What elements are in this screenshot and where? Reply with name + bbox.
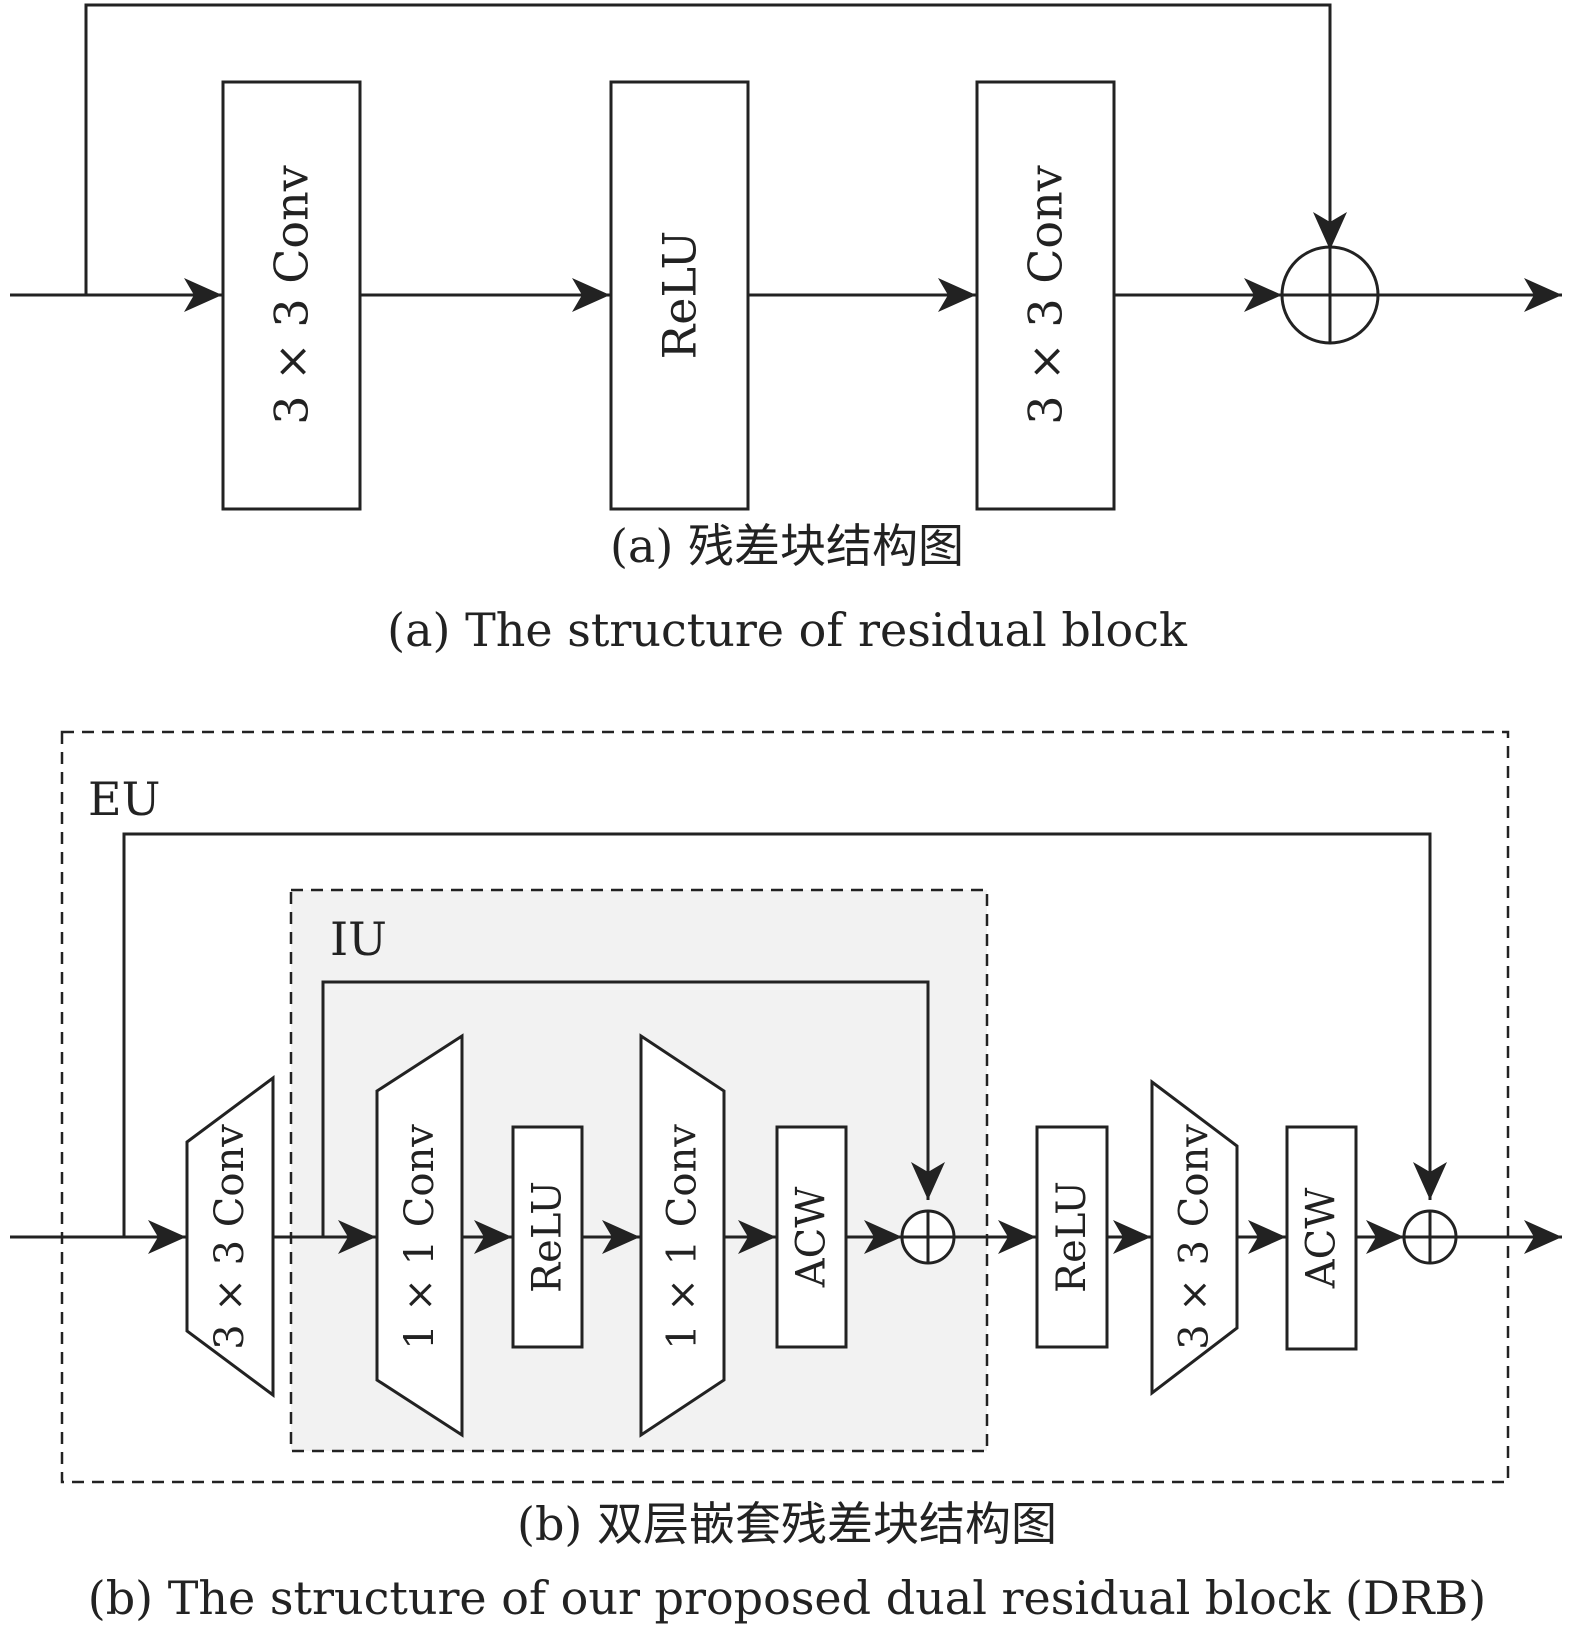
relu-block-b-2 xyxy=(1035,1125,1109,1349)
relu-block-b-1 xyxy=(511,1125,584,1349)
sum-node-b-outer xyxy=(1402,1209,1458,1265)
conv-block-a-1-label: 3 × 3 Conv xyxy=(265,165,319,424)
conv-block-a-2 xyxy=(975,80,1116,511)
sum-node-a xyxy=(1280,245,1380,345)
conv3x3-block-b-2 xyxy=(1150,1078,1239,1397)
relu-block-b-1-label: ReLU xyxy=(525,1181,571,1293)
caption-a-en: (a) The structure of residual block xyxy=(387,603,1188,657)
conv-block-a-2-label: 3 × 3 Conv xyxy=(1019,165,1073,424)
acw-block-b-2-label: ACW xyxy=(1299,1188,1345,1290)
eu-frame xyxy=(60,730,1510,1484)
conv3x3-block-b-1 xyxy=(185,1075,275,1398)
relu-block-a-label: ReLU xyxy=(653,231,707,360)
conv3x3-block-b-2-label: 3 × 3 Conv xyxy=(1172,1124,1218,1350)
eu-label: EU xyxy=(88,772,160,826)
conv3x3-block-b-1-label: 3 × 3 Conv xyxy=(207,1124,253,1350)
sum-node-b-inner xyxy=(900,1209,956,1265)
conv-block-a-1 xyxy=(221,80,362,511)
skip-connection-eu xyxy=(122,832,1447,1237)
relu-block-a xyxy=(609,80,750,511)
conv1x1-block-b-2 xyxy=(639,1033,726,1438)
caption-b-cn: (b) 双层嵌套残差块结构图 xyxy=(517,1497,1057,1551)
dual-residual-block-diagram: EU IU 3 × 3 Conv 1 × 1 Conv ReLU 1 × 1 C… xyxy=(10,730,1562,1625)
caption-b-en: (b) The structure of our proposed dual r… xyxy=(88,1571,1487,1625)
conv1x1-block-b-1-label: 1 × 1 Conv xyxy=(397,1124,443,1350)
skip-connection-a xyxy=(84,3,1347,295)
acw-block-b-2 xyxy=(1285,1125,1358,1351)
residual-block-diagram: 3 × 3 Conv ReLU 3 × 3 Conv (a) 残差块结构图 (a… xyxy=(10,3,1562,657)
conv1x1-block-b-1 xyxy=(375,1033,464,1438)
acw-block-b-1 xyxy=(775,1125,848,1349)
conv1x1-block-b-2-label: 1 × 1 Conv xyxy=(660,1124,706,1350)
caption-a-cn: (a) 残差块结构图 xyxy=(610,519,964,573)
relu-block-b-2-label: ReLU xyxy=(1049,1181,1095,1293)
acw-block-b-1-label: ACW xyxy=(789,1187,835,1289)
skip-connection-iu xyxy=(321,980,945,1237)
iu-label: IU xyxy=(330,912,387,966)
